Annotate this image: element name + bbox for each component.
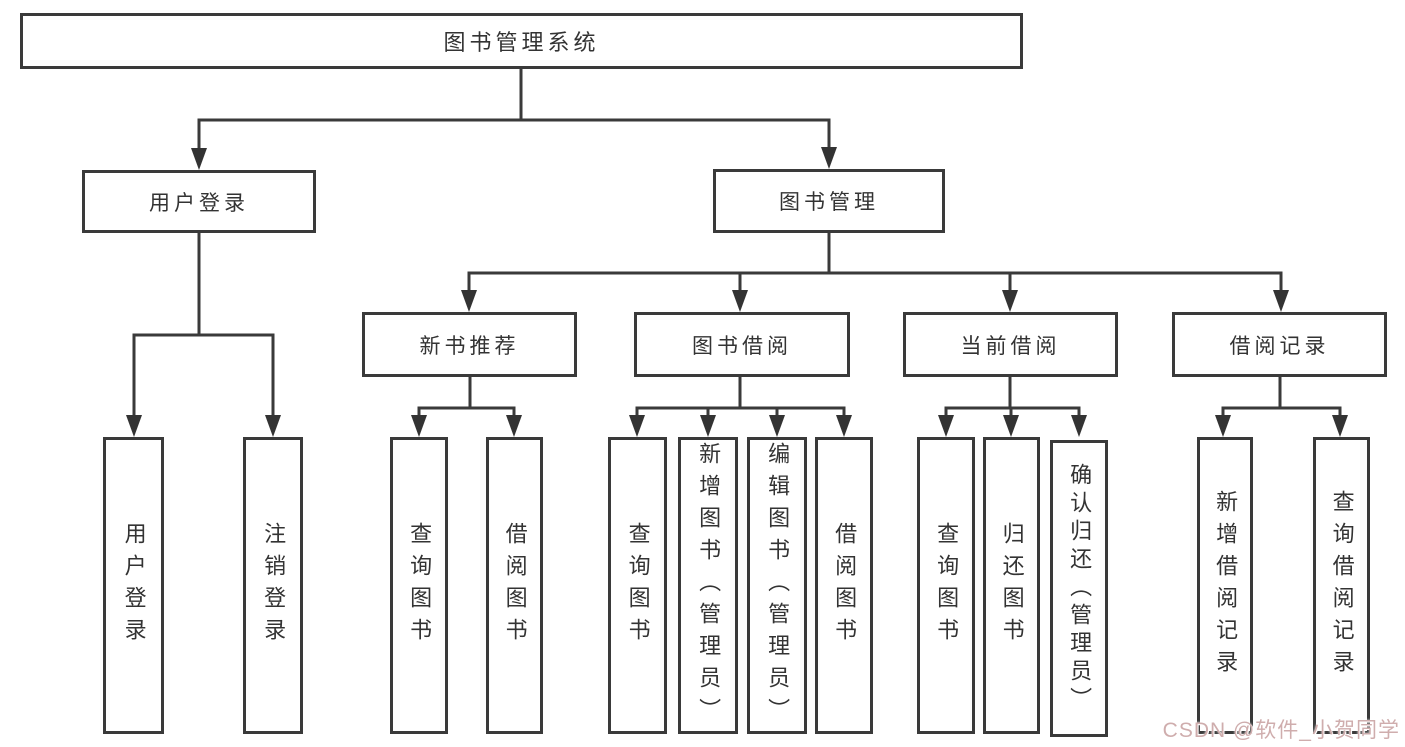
leaf-label: 编辑图书（管理员）	[765, 441, 791, 730]
node-leaf-edit-books-admin: 编辑图书（管理员）	[747, 437, 807, 734]
leaf-label: 确认归还（管理员）	[1067, 462, 1093, 715]
leaf-label: 查询借阅记录	[1329, 489, 1355, 682]
leaf-label: 借阅图书	[832, 521, 858, 650]
node-leaf-query-books-1: 查询图书	[390, 437, 448, 734]
leaf-label: 查询图书	[407, 521, 433, 650]
node-current-borrow: 当前借阅	[903, 312, 1118, 377]
node-leaf-borrow-books-2: 借阅图书	[815, 437, 873, 734]
leaf-label: 归还图书	[999, 521, 1025, 650]
watermark: CSDN @软件_小贺同学	[1162, 719, 1400, 742]
leaf-label: 新增图书（管理员）	[696, 441, 722, 730]
node-user-login: 用户登录	[82, 170, 316, 233]
node-leaf-query-books-2: 查询图书	[608, 437, 667, 734]
leaf-label: 借阅图书	[502, 521, 528, 650]
node-borrow-records: 借阅记录	[1172, 312, 1387, 377]
leaf-label: 用户登录	[121, 521, 147, 650]
node-book-borrow: 图书借阅	[634, 312, 850, 377]
node-leaf-query-borrow-record: 查询借阅记录	[1313, 437, 1370, 734]
node-new-book-recommend: 新书推荐	[362, 312, 577, 377]
leaf-label: 注销登录	[261, 521, 287, 650]
leaf-label: 新增借阅记录	[1213, 489, 1239, 682]
node-leaf-logout: 注销登录	[243, 437, 303, 734]
leaf-label: 查询图书	[625, 521, 651, 650]
node-book-management-system: 图书管理系统	[20, 13, 1023, 69]
node-leaf-add-books-admin: 新增图书（管理员）	[678, 437, 738, 734]
node-leaf-return-books: 归还图书	[983, 437, 1040, 734]
node-leaf-borrow-books-1: 借阅图书	[486, 437, 543, 734]
node-leaf-confirm-return-admin: 确认归还（管理员）	[1050, 440, 1108, 737]
node-leaf-user-login: 用户登录	[103, 437, 164, 734]
node-leaf-query-books-3: 查询图书	[917, 437, 975, 734]
leaf-label: 查询图书	[934, 521, 960, 650]
node-book-management: 图书管理	[713, 169, 945, 233]
node-leaf-add-borrow-record: 新增借阅记录	[1197, 437, 1253, 734]
